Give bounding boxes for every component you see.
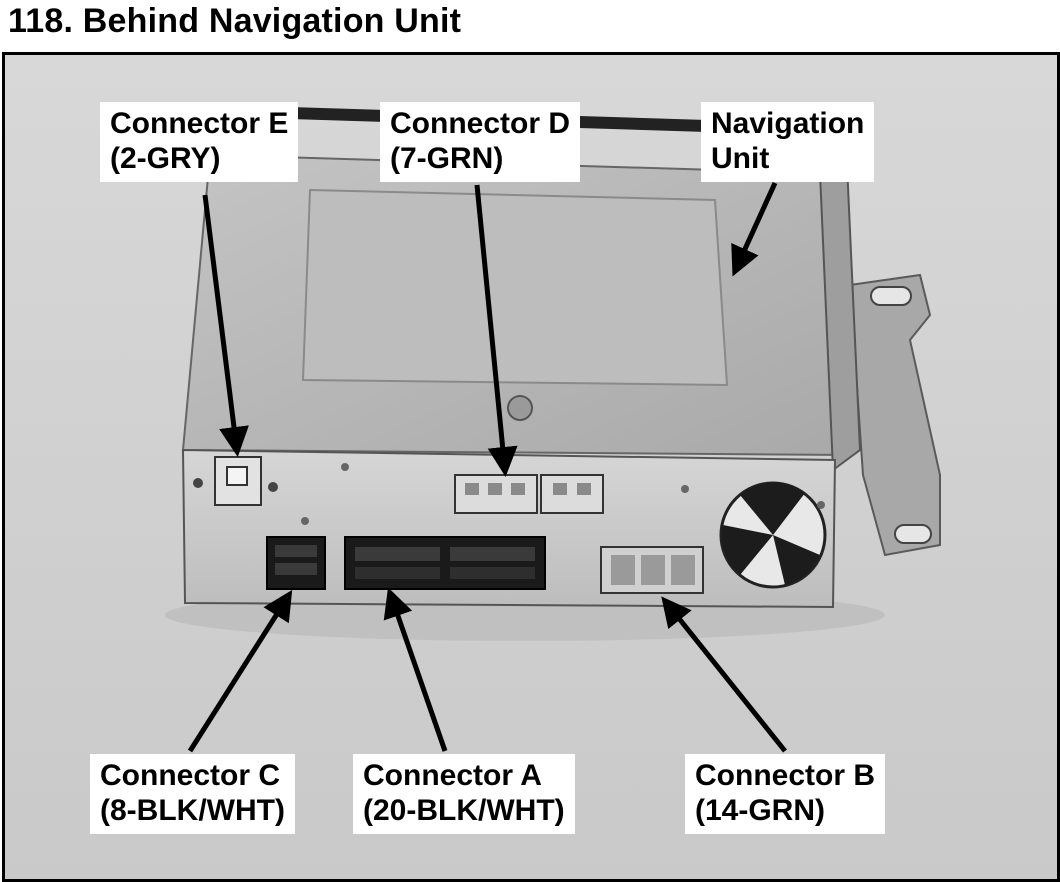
- top-screw: [507, 395, 533, 421]
- photo-frame: Connector E (2-GRY) Connector D (7-GRN) …: [2, 52, 1060, 882]
- callout-connector-a-name: Connector A: [363, 759, 542, 792]
- callout-connector-c-spec: (8-BLK/WHT): [100, 794, 285, 827]
- front-screw-5: [681, 485, 689, 493]
- figure-title: 118. Behind Navigation Unit: [8, 2, 461, 41]
- arrow-connector-d: [474, 184, 518, 477]
- arrow-connector-c: [187, 589, 293, 753]
- figure-title-text: Behind Navigation Unit: [82, 2, 462, 40]
- callout-connector-b-spec: (14-GRN): [695, 794, 826, 827]
- front-screw-1: [193, 478, 203, 488]
- unit-top-panel: [301, 188, 729, 387]
- connector-b-port: [600, 546, 704, 594]
- arrow-connector-a: [383, 587, 448, 752]
- callout-connector-e-spec: (2-GRY): [110, 142, 221, 175]
- callout-connector-b-name: Connector B: [695, 759, 875, 792]
- cooling-fan: [719, 481, 827, 589]
- callout-connector-d: Connector D (7-GRN): [380, 102, 580, 182]
- arrow-navigation-unit: [731, 181, 778, 277]
- front-screw-6: [817, 501, 825, 509]
- connector-c-port: [266, 536, 326, 590]
- auxiliary-port: [540, 474, 604, 514]
- callout-navigation-unit-spec: Unit: [711, 142, 770, 175]
- arrow-connector-e: [202, 194, 249, 457]
- connector-a-port: [344, 536, 546, 590]
- callout-connector-d-name: Connector D: [390, 107, 570, 140]
- figure-number: 118.: [8, 2, 74, 40]
- callout-connector-e: Connector E (2-GRY): [100, 102, 299, 182]
- callout-connector-a-spec: (20-BLK/WHT): [363, 794, 565, 827]
- callout-connector-c-name: Connector C: [100, 759, 280, 792]
- front-screw-3: [341, 463, 349, 471]
- callout-connector-e-name: Connector E: [110, 107, 289, 140]
- callout-connector-d-spec: (7-GRN): [390, 142, 504, 175]
- arrow-connector-b: [661, 596, 787, 753]
- front-screw-2: [268, 482, 278, 492]
- front-screw-4: [301, 517, 309, 525]
- callout-navigation-unit: Navigation Unit: [701, 102, 875, 182]
- connector-d-port: [454, 474, 538, 514]
- callout-connector-a: Connector A (20-BLK/WHT): [353, 754, 575, 834]
- callout-navigation-unit-name: Navigation: [711, 107, 865, 140]
- connector-e-port: [214, 456, 262, 506]
- callout-connector-c: Connector C (8-BLK/WHT): [90, 754, 295, 834]
- mounting-bracket: [848, 273, 941, 557]
- callout-connector-b: Connector B (14-GRN): [685, 754, 885, 834]
